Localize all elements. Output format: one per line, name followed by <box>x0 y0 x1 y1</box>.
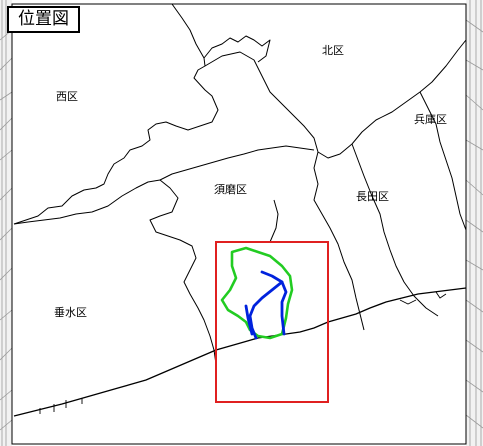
study-basin-outline <box>220 246 294 340</box>
ward-label-tarumi: 垂水区 <box>54 306 87 319</box>
ward-label-nagata: 長田区 <box>356 190 389 203</box>
ward-label-suma: 須磨区 <box>214 183 247 196</box>
study-area-frame <box>215 241 329 403</box>
harbour-marks <box>39 291 447 414</box>
map-area-border <box>11 3 467 445</box>
ward-label-hyogo: 兵庫区 <box>414 113 447 126</box>
map-title: 位置図 <box>7 6 80 33</box>
rivers <box>244 270 288 340</box>
ward-label-kita: 北区 <box>322 44 344 57</box>
coastline <box>13 287 467 417</box>
ward-boundaries <box>13 3 467 365</box>
ward-label-nishi: 西区 <box>56 90 78 103</box>
